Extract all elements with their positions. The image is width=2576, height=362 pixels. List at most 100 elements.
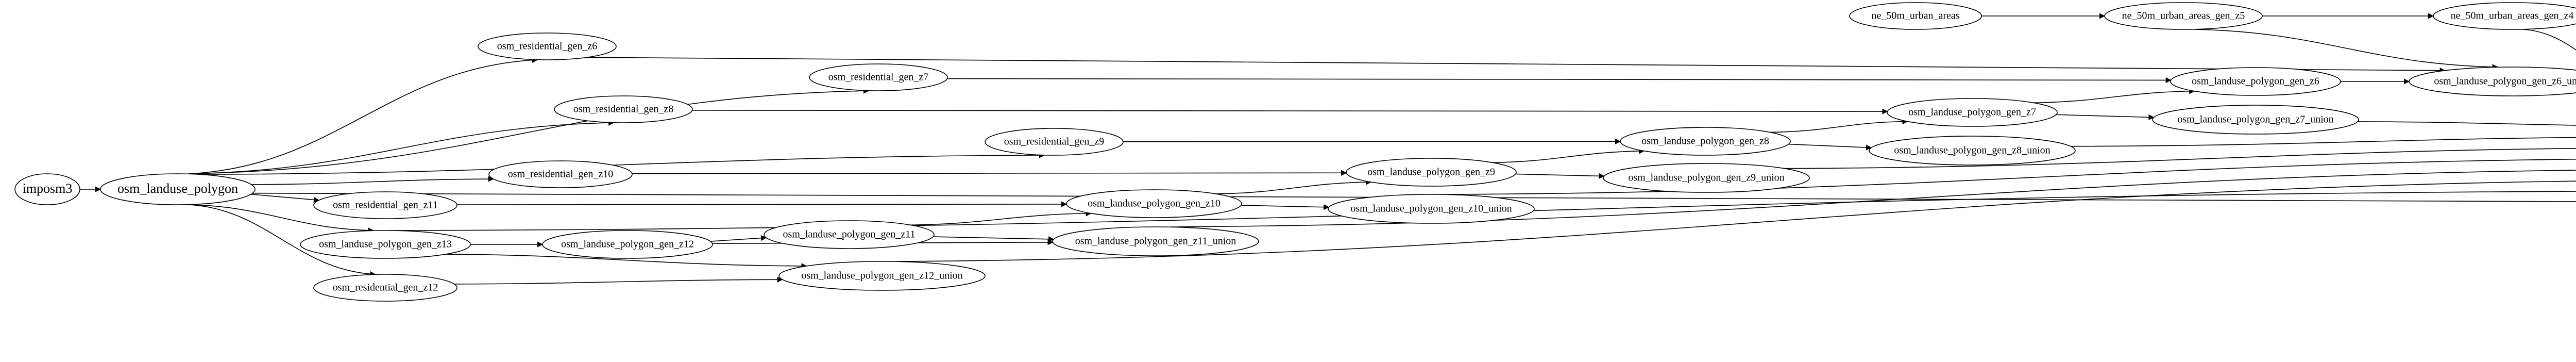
node-ellipse xyxy=(985,128,1124,156)
node-ne_50m_urban_areas_gen_z5[interactable]: ne_50m_urban_areas_gen_z5 xyxy=(2104,2,2263,30)
edge-osm_landuse_polygon_gen_z11-to-osm_landuse_polygon_gen_z10 xyxy=(910,210,1092,226)
node-ellipse xyxy=(478,32,617,60)
edge-osm_landuse_polygon_gen_z12-to-osm_landuse_polygon_gen_z11 xyxy=(710,235,767,242)
node-osm_residential_gen_z6[interactable]: osm_residential_gen_z6 xyxy=(478,32,617,60)
edge-osm_landuse_polygon-to-osm_residential_gen_z10 xyxy=(251,176,494,185)
node-ellipse xyxy=(778,261,986,291)
node-osm_landuse_polygon_gen_z8[interactable]: osm_landuse_polygon_gen_z8 xyxy=(1620,127,1791,156)
edge-osm_landuse_polygon-to-osm_residential_gen_z6 xyxy=(189,57,538,174)
node-label: ne_50m_urban_areas xyxy=(1871,10,1959,22)
edge-osm_landuse_polygon_gen_z8-to-osm_landuse_polygon_gen_z8_union xyxy=(1788,143,1872,151)
node-osm_landuse_polygon_gen_z12[interactable]: osm_landuse_polygon_gen_z12 xyxy=(542,230,713,259)
node-osm_residential_gen_z12[interactable]: osm_residential_gen_z12 xyxy=(313,274,457,302)
node-osm_landuse_polygon_gen_z6[interactable]: osm_landuse_polygon_gen_z6 xyxy=(2170,67,2341,96)
node-label: osm_landuse_polygon_gen_z12 xyxy=(561,239,694,250)
node-ellipse xyxy=(1620,127,1791,156)
node-osm_landuse_polygon_gen_z10_union[interactable]: osm_landuse_polygon_gen_z10_union xyxy=(1328,194,1535,224)
edge-osm_landuse_polygon_gen_z7-to-osm_landuse_polygon_gen_z6 xyxy=(2033,88,2195,104)
node-ellipse xyxy=(313,191,457,219)
edge-osm_landuse_polygon_gen_z12_union-to-table-z12 xyxy=(896,180,2576,262)
node-layer: imposm3 osm_landuse_polygon osm_residentia… xyxy=(14,2,2576,302)
node-label: ne_50m_urban_areas_gen_z5 xyxy=(2122,10,2245,22)
edge-osm_landuse_polygon_gen_z10-to-osm_landuse_polygon_gen_z9 xyxy=(1216,179,1372,194)
node-osm_landuse_polygon_gen_z9[interactable]: osm_landuse_polygon_gen_z9 xyxy=(1346,158,1517,187)
node-osm_landuse_polygon_gen_z8_union[interactable]: osm_landuse_polygon_gen_z8_union xyxy=(1869,136,2076,166)
edge-osm_residential_gen_z10-to-osm_landuse_polygon_gen_z9 xyxy=(632,170,1347,176)
edge-osm_landuse_polygon-to-osm_residential_gen_z9 xyxy=(199,152,1045,175)
node-ellipse xyxy=(100,173,256,205)
node-ellipse xyxy=(2433,2,2576,30)
node-ellipse xyxy=(1887,98,2058,127)
edge-osm_landuse_polygon_gen_z10_union-to-table-z10 xyxy=(1446,158,2576,195)
node-ellipse xyxy=(764,220,935,249)
node-ellipse xyxy=(2170,67,2341,96)
node-label: osm_landuse_polygon_gen_z7 xyxy=(1908,107,2036,118)
node-label: osm_landuse_polygon_gen_z8 xyxy=(1641,136,1769,147)
node-ellipse xyxy=(300,230,471,259)
node-label: ne_50m_urban_areas_gen_z4 xyxy=(2451,10,2574,22)
node-osm_residential_gen_z9[interactable]: osm_residential_gen_z9 xyxy=(985,128,1124,156)
node-label: osm_residential_gen_z10 xyxy=(508,169,613,180)
node-ellipse xyxy=(1328,194,1535,224)
edge-ne_50m_urban_areas_gen_z4-to-table-z4 xyxy=(2523,29,2576,51)
edge-osm_landuse_polygon_gen_z9-to-osm_landuse_polygon_gen_z9_union xyxy=(1515,173,1605,179)
node-osm_landuse_polygon_gen_z10[interactable]: osm_landuse_polygon_gen_z10 xyxy=(1066,189,1242,218)
node-label: osm_landuse_polygon_gen_z11_union xyxy=(1075,236,1236,247)
node-label: osm_landuse_polygon_gen_z6_union xyxy=(2434,76,2576,87)
node-label: osm_landuse_polygon_gen_z10_union xyxy=(1350,203,1512,215)
node-osm_landuse_polygon[interactable]: osm_landuse_polygon xyxy=(100,173,256,205)
node-ellipse xyxy=(1869,136,2076,166)
edge-osm_landuse_polygon_gen_z7-to-osm_landuse_polygon_gen_z7_union xyxy=(2056,114,2155,120)
edge-osm_landuse_polygon-to-osm_residential_gen_z11 xyxy=(250,193,320,203)
node-label: osm_residential_gen_z12 xyxy=(333,282,438,293)
edge-osm_landuse_polygon_gen_z8_union-to-table-z8 xyxy=(2071,137,2576,147)
node-ellipse xyxy=(1346,158,1517,187)
node-osm_landuse_polygon_gen_z7[interactable]: osm_landuse_polygon_gen_z7 xyxy=(1887,98,2058,127)
node-ne_50m_urban_areas[interactable]: ne_50m_urban_areas xyxy=(1849,2,1982,30)
edge-ne_50m_urban_areas_gen_z5-to-osm_landuse_polygon_gen_z6_union xyxy=(2194,29,2498,70)
edge-osm_landuse_polygon_gen_z7_union-to-table-z7 xyxy=(2358,121,2576,126)
edge-osm_residential_gen_z11-to-osm_landuse_polygon_gen_z10 xyxy=(456,201,1067,207)
node-ellipse xyxy=(1603,163,1810,193)
node-label: osm_landuse_polygon_gen_z11 xyxy=(783,229,915,240)
node-label: osm_residential_gen_z7 xyxy=(828,72,928,83)
node-ellipse xyxy=(1849,2,1982,30)
edge-osm_residential_gen_z7-to-osm_landuse_polygon_gen_z6 xyxy=(947,77,2172,84)
node-osm_landuse_polygon_gen_z11[interactable]: osm_landuse_polygon_gen_z11 xyxy=(764,220,935,249)
node-label: osm_residential_gen_z6 xyxy=(497,41,597,52)
node-label: osm_landuse_polygon_gen_z12_union xyxy=(801,270,962,282)
node-label: osm_landuse_polygon_gen_z9_union xyxy=(1628,172,1784,184)
node-ellipse xyxy=(2152,105,2359,135)
edge-osm_landuse_polygon-to-osm_residential_gen_z12 xyxy=(189,204,376,277)
node-label: osm_landuse_polygon_gen_z7_union xyxy=(2177,114,2333,125)
node-osm_residential_gen_z8[interactable]: osm_residential_gen_z8 xyxy=(554,95,693,123)
node-osm_residential_gen_z7[interactable]: osm_residential_gen_z7 xyxy=(809,63,948,91)
node-label: osm_residential_gen_z8 xyxy=(573,104,673,115)
node-ellipse xyxy=(488,160,633,188)
node-osm_landuse_polygon_gen_z11_union[interactable]: osm_landuse_polygon_gen_z11_union xyxy=(1052,226,1259,256)
node-label: osm_landuse_polygon_gen_z13 xyxy=(319,239,452,250)
node-ellipse xyxy=(313,274,457,302)
node-osm_landuse_polygon_gen_z7_union[interactable]: osm_landuse_polygon_gen_z7_union xyxy=(2152,105,2359,135)
node-osm_landuse_polygon_gen_z6_union[interactable]: osm_landuse_polygon_gen_z6_union xyxy=(2409,67,2576,96)
node-osm_landuse_polygon_gen_z13[interactable]: osm_landuse_polygon_gen_z13 xyxy=(300,230,471,259)
node-osm_residential_gen_z11[interactable]: osm_residential_gen_z11 xyxy=(313,191,457,219)
edge-osm_residential_gen_z8-to-osm_landuse_polygon_gen_z7 xyxy=(692,108,1888,114)
node-label: imposm3 xyxy=(23,181,73,196)
node-ellipse xyxy=(1066,189,1242,218)
node-ellipse xyxy=(2104,2,2263,30)
edge-osm_landuse_polygon-to-osm_residential_gen_z8 xyxy=(189,120,615,174)
edge-osm_landuse_polygon_gen_z13-to-osm_landuse_polygon_gen_z12_union xyxy=(445,254,807,269)
node-label: osm_residential_gen_z9 xyxy=(1004,136,1104,147)
node-osm_landuse_polygon_gen_z9_union[interactable]: osm_landuse_polygon_gen_z9_union xyxy=(1603,163,1810,193)
node-label: osm_landuse_polygon_gen_z10 xyxy=(1088,198,1221,209)
node-osm_residential_gen_z10[interactable]: osm_residential_gen_z10 xyxy=(488,160,633,188)
node-label: osm_landuse_polygon_gen_z6 xyxy=(2192,76,2319,87)
node-label: osm_residential_gen_z11 xyxy=(333,200,438,211)
node-ne_50m_urban_areas_gen_z4[interactable]: ne_50m_urban_areas_gen_z4 xyxy=(2433,2,2576,30)
edge-osm_landuse_polygon_gen_z9-to-osm_landuse_polygon_gen_z8 xyxy=(1492,148,1645,163)
node-imposm3[interactable]: imposm3 xyxy=(14,173,80,205)
node-osm_landuse_polygon_gen_z12_union[interactable]: osm_landuse_polygon_gen_z12_union xyxy=(778,261,986,291)
node-label: osm_landuse_polygon_gen_z8_union xyxy=(1894,145,2050,156)
